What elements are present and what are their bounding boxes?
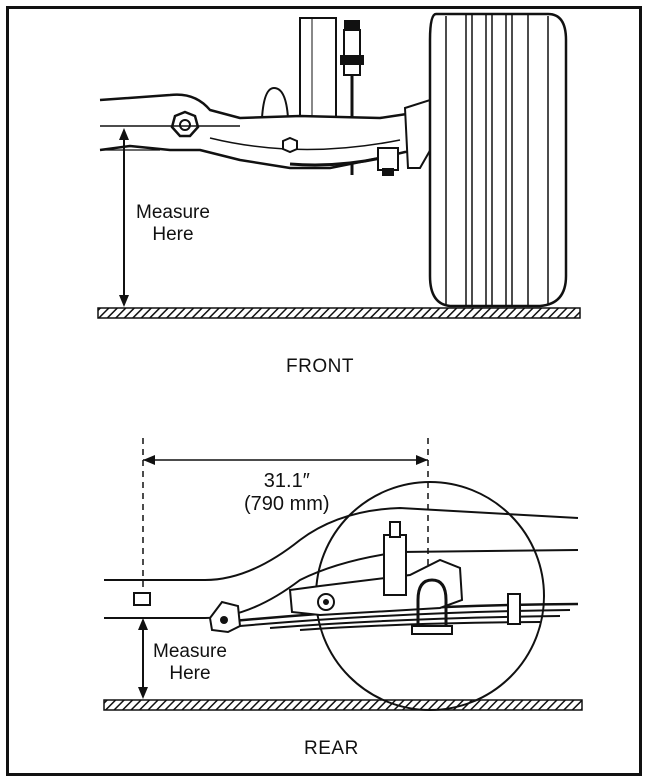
rear-spring-hanger (208, 600, 242, 634)
rear-measure-line1: Measure (153, 641, 227, 662)
rear-u-bolt (411, 578, 453, 635)
rear-measure-line2: Here (169, 662, 211, 684)
rear-frame-rail (104, 506, 579, 581)
rear-caption: REAR (304, 738, 359, 759)
front-measure-line1: Measure (136, 202, 210, 223)
front-shock-absorber (299, 17, 364, 175)
front-measure-line2: Here (152, 223, 194, 245)
rear-measure-label: Measure Here (153, 641, 227, 685)
rear-ground (103, 699, 583, 711)
rear-measure-arrow (138, 618, 148, 699)
rear-axle-housing (288, 558, 464, 617)
front-ball-joint (377, 147, 399, 176)
rear-dimension-label: 31.1″ (790 mm) (244, 470, 330, 516)
front-ground (97, 307, 581, 319)
rear-dimension-line2: (790 mm) (244, 493, 330, 515)
front-measure-arrow (119, 128, 129, 307)
rear-dimension-line1: 31.1″ (263, 470, 310, 492)
front-measure-label: Measure Here (136, 202, 210, 246)
front-caption: FRONT (286, 356, 354, 377)
front-pivot-nut (170, 110, 200, 138)
front-small-nut (282, 136, 298, 154)
front-bump-stop (260, 86, 290, 119)
rear-frame-hole (133, 592, 151, 606)
front-knuckle (403, 98, 438, 169)
rear-view (103, 438, 583, 711)
front-view (97, 12, 581, 319)
front-tire (428, 12, 568, 308)
rear-shock-absorber (383, 521, 407, 596)
